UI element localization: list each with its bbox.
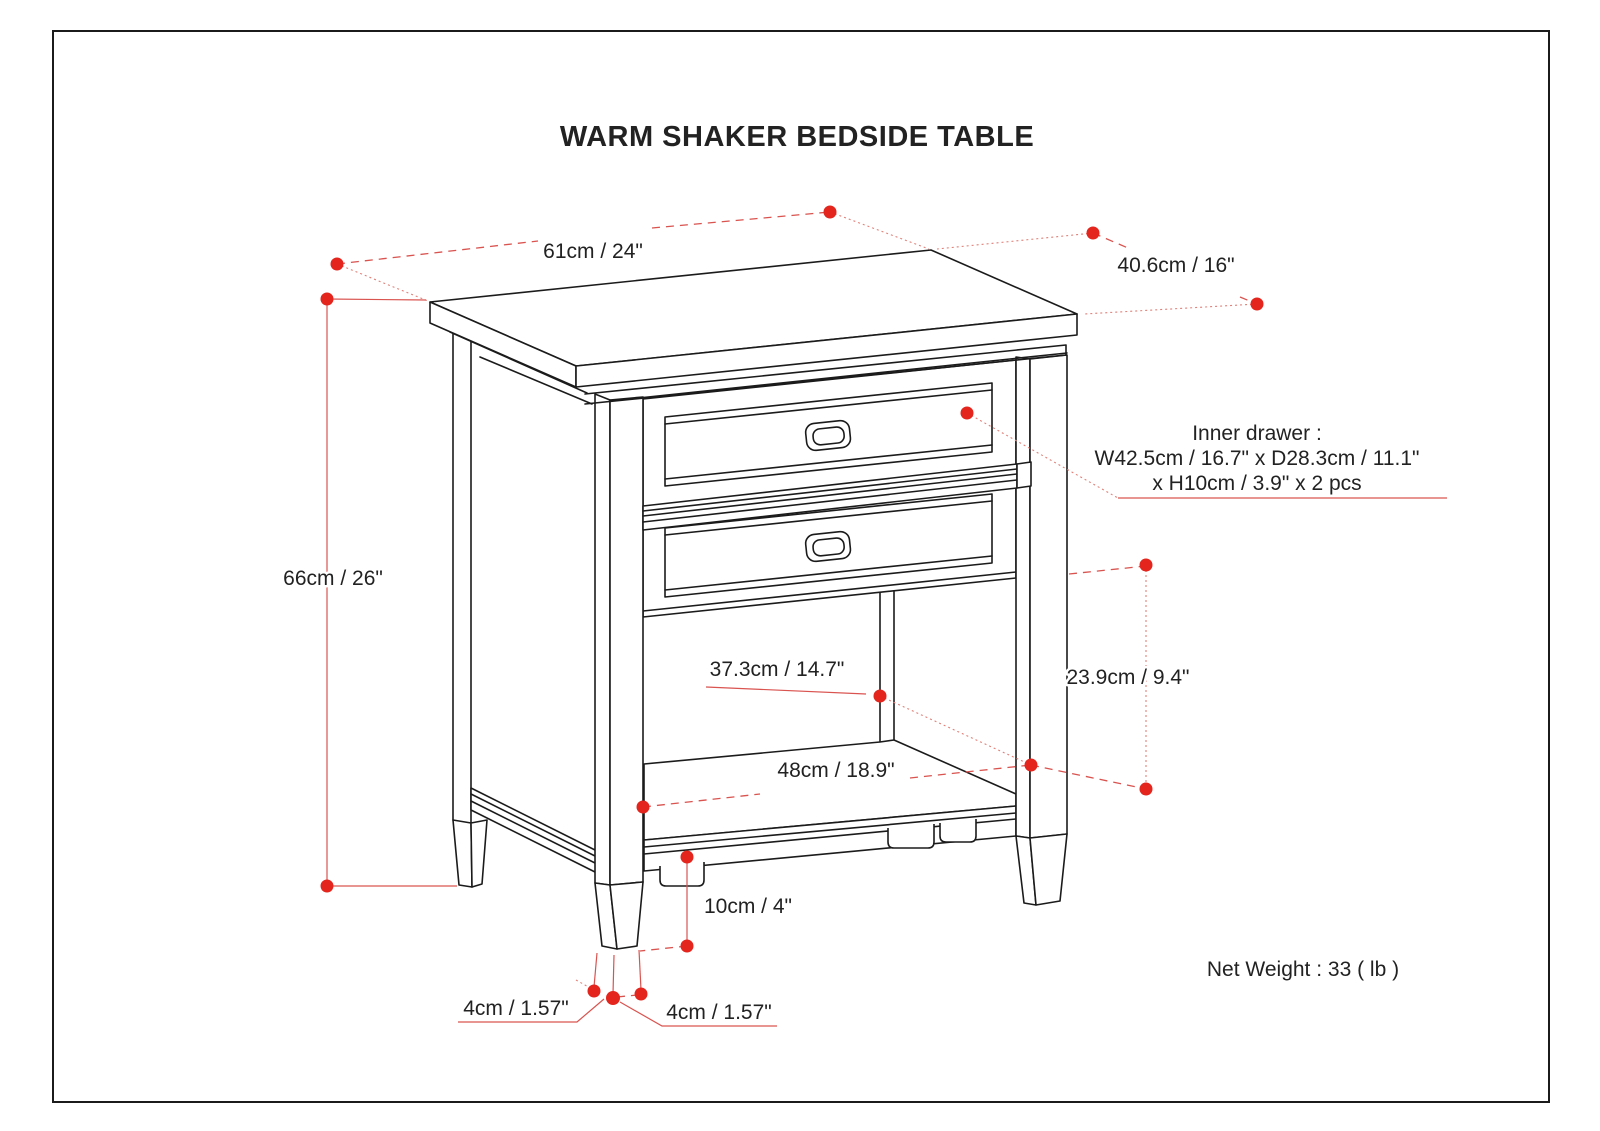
dim-top-depth: 40.6cm / 16" [936,226,1264,315]
dim-dot [320,879,334,893]
label-inner-drawer-3: x H10cm / 3.9" x 2 pcs [1152,472,1361,495]
front-left-leg [594,393,644,950]
glide-block [887,824,935,849]
label-inner-drawer-2: W42.5cm / 16.7" x D28.3cm / 11.1" [1095,447,1420,470]
dim-dot [823,205,837,219]
bottom-shelf [643,589,1017,887]
dim-inner-drawer: Inner drawer : W42.5cm / 16.7" x D28.3cm… [960,406,1447,499]
back-right-leg [879,589,895,744]
net-weight: Net Weight : 33 ( lb ) [1207,958,1399,981]
label-top-depth: 40.6cm / 16" [1117,254,1234,277]
label-leg-height: 10cm / 4" [704,895,792,918]
tray-bar [642,461,1032,531]
left-side-panel [449,331,598,888]
glide-block [939,819,977,843]
dim-dot [680,939,694,953]
dim-dot [1139,782,1153,796]
label-top-width: 61cm / 24" [543,240,643,263]
dim-dot [634,987,648,1001]
label-leg-thickness-left: 4cm / 1.57" [463,997,569,1020]
dim-dot [1250,297,1264,311]
tabletop-front-edge [575,313,1078,388]
dim-dot [606,991,620,1005]
dim-dot [1086,226,1100,240]
dim-dot [320,292,334,306]
dimension-annotations: 61cm / 24" 40.6cm / 16" 66cm / 26" I [281,205,1447,1027]
drawer-handle-2 [804,530,852,563]
label-leg-thickness-right: 4cm / 1.57" [666,1001,772,1024]
dim-dot [330,257,344,271]
label-height: 66cm / 26" [283,567,383,590]
bedside-table-drawing [429,249,1078,950]
front-right-leg [1015,354,1068,906]
dim-height: 66cm / 26" [281,292,457,893]
page-title: WARM SHAKER BEDSIDE TABLE [560,121,1034,153]
label-shelf-width: 48cm / 18.9" [777,759,894,782]
dim-shelf-opening-height: 23.9cm / 9.4" [1064,558,1192,796]
glide-block [659,862,705,887]
label-shelf-opening-height: 23.9cm / 9.4" [1066,666,1189,689]
dim-leg-thickness: 4cm / 1.57" 4cm / 1.57" [458,949,777,1027]
label-shelf-opening-width: 37.3cm / 14.7" [710,658,845,681]
dim-dot [1139,558,1153,572]
dim-dot [587,984,601,998]
dim-leg-height: 10cm / 4" [639,850,795,953]
dim-dot [873,689,887,703]
dim-top-width: 61cm / 24" [330,205,930,302]
dim-dot [1024,758,1038,772]
dim-shelf-width: 48cm / 18.9" [636,757,1147,814]
dim-dot [960,406,974,420]
dim-dot [636,800,650,814]
dim-dot [680,850,694,864]
tray-bar-end [1016,461,1032,489]
tabletop [429,249,1078,405]
drawer-handle-1 [804,419,852,452]
label-inner-drawer-1: Inner drawer : [1192,422,1322,445]
dim-shelf-opening-width: 37.3cm / 14.7" [705,656,1032,766]
